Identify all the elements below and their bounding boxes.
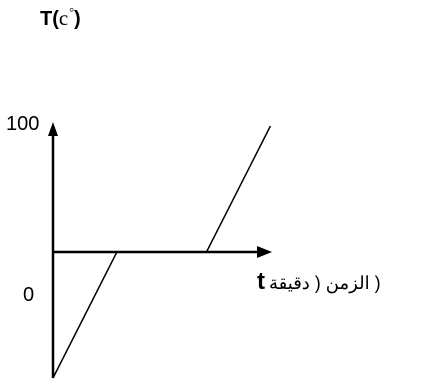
y-axis-close: ) <box>74 8 81 30</box>
series-group <box>52 125 272 379</box>
x-axis-arrowhead <box>257 246 272 258</box>
y-axis-label: T(c°) <box>40 5 81 31</box>
y-tick-label-100: 100 <box>6 113 40 135</box>
y-tick-label-0: 0 <box>23 284 35 306</box>
y-axis-symbol: T( <box>40 8 59 30</box>
x-axis-arabic-label: ( الزمن ( دقيقة <box>269 273 381 293</box>
y-axis-unit: c <box>58 6 69 30</box>
x-axis-label: t ( الزمن ( دقيقة <box>257 268 381 296</box>
series-line-0 <box>52 125 272 379</box>
y-axis-arrowhead <box>48 122 58 136</box>
x-axis-symbol: t <box>257 268 265 295</box>
y-axis-degree: ° <box>69 5 75 19</box>
